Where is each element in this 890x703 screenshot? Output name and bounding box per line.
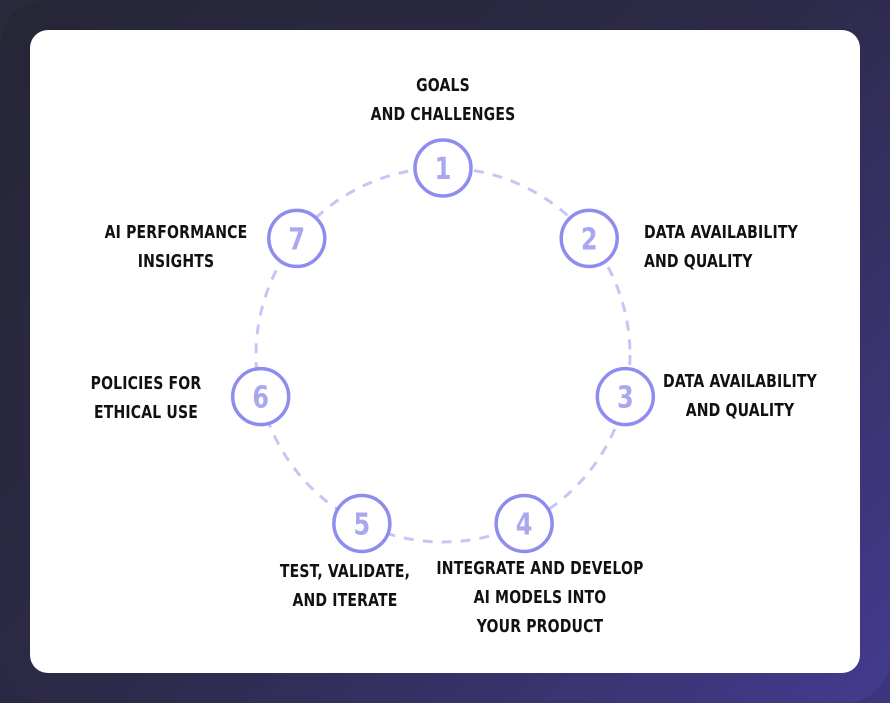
step-label-7: AI PERFORMANCE INSIGHTS (104, 222, 248, 272)
step-label-1: GOALS AND CHALLENGES (370, 75, 516, 125)
step-node-6: 6 (230, 366, 291, 427)
step-node-7: 7 (267, 208, 327, 269)
step-label-6: POLICIES FOR ETHICAL USE (90, 373, 202, 423)
step-label-2: DATA AVAILABILITY AND QUALITY (644, 222, 798, 272)
step-circle-1 (413, 138, 473, 198)
step-circle-7 (267, 208, 327, 269)
step-number-6: 6 (252, 381, 269, 415)
step-number-1: 1 (435, 152, 452, 186)
step-node-2: 2 (559, 208, 619, 269)
step-number-2: 2 (581, 223, 598, 257)
step-node-4: 4 (494, 493, 554, 554)
diagram-card (30, 30, 860, 673)
step-label-5: TEST, VALIDATE, AND ITERATE (279, 561, 411, 611)
step-circle-5 (332, 493, 392, 554)
step-label-3: DATA AVAILABILITY AND QUALITY (663, 371, 817, 421)
step-number-3: 3 (617, 381, 634, 415)
step-circle-2 (559, 208, 619, 269)
step-number-5: 5 (354, 508, 371, 542)
step-circle-4 (494, 493, 554, 554)
step-circle-3 (595, 366, 656, 427)
step-node-5: 5 (332, 493, 392, 554)
step-number-4: 4 (516, 508, 533, 542)
step-circle-6 (230, 366, 291, 427)
step-label-4: INTEGRATE AND DEVELOP AI MODELS INTO YOU… (436, 558, 644, 637)
step-node-1: 1 (413, 138, 473, 198)
step-node-3: 3 (595, 366, 656, 427)
step-number-7: 7 (288, 223, 305, 257)
